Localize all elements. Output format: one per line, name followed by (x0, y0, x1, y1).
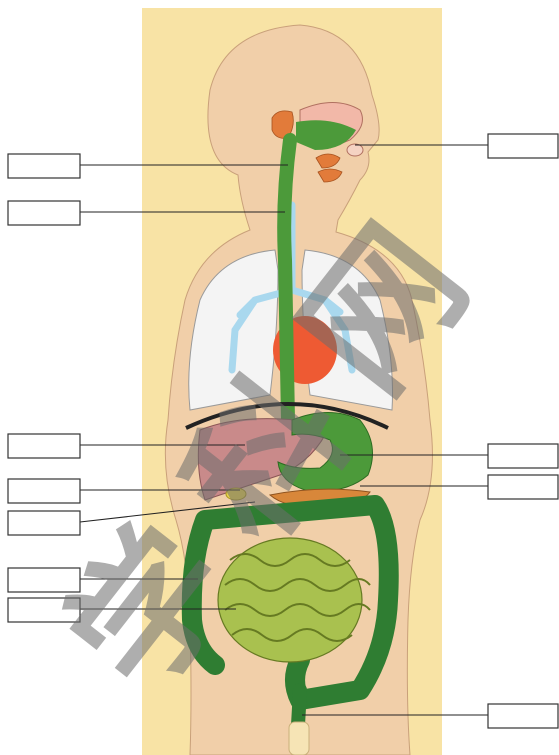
label-box-left-2[interactable] (8, 201, 80, 225)
label-box-left-4[interactable] (8, 479, 80, 503)
label-box-left-5[interactable] (8, 511, 80, 535)
label-box-right-1[interactable] (488, 134, 558, 158)
label-box-right-2[interactable] (488, 444, 558, 468)
label-box-left-3[interactable] (8, 434, 80, 458)
label-boxes-left (8, 154, 80, 622)
label-boxes-right (488, 134, 558, 728)
rectum (298, 690, 300, 725)
label-box-right-4[interactable] (488, 704, 558, 728)
anus (289, 722, 309, 755)
label-box-right-3[interactable] (488, 475, 558, 499)
label-box-left-1[interactable] (8, 154, 80, 178)
